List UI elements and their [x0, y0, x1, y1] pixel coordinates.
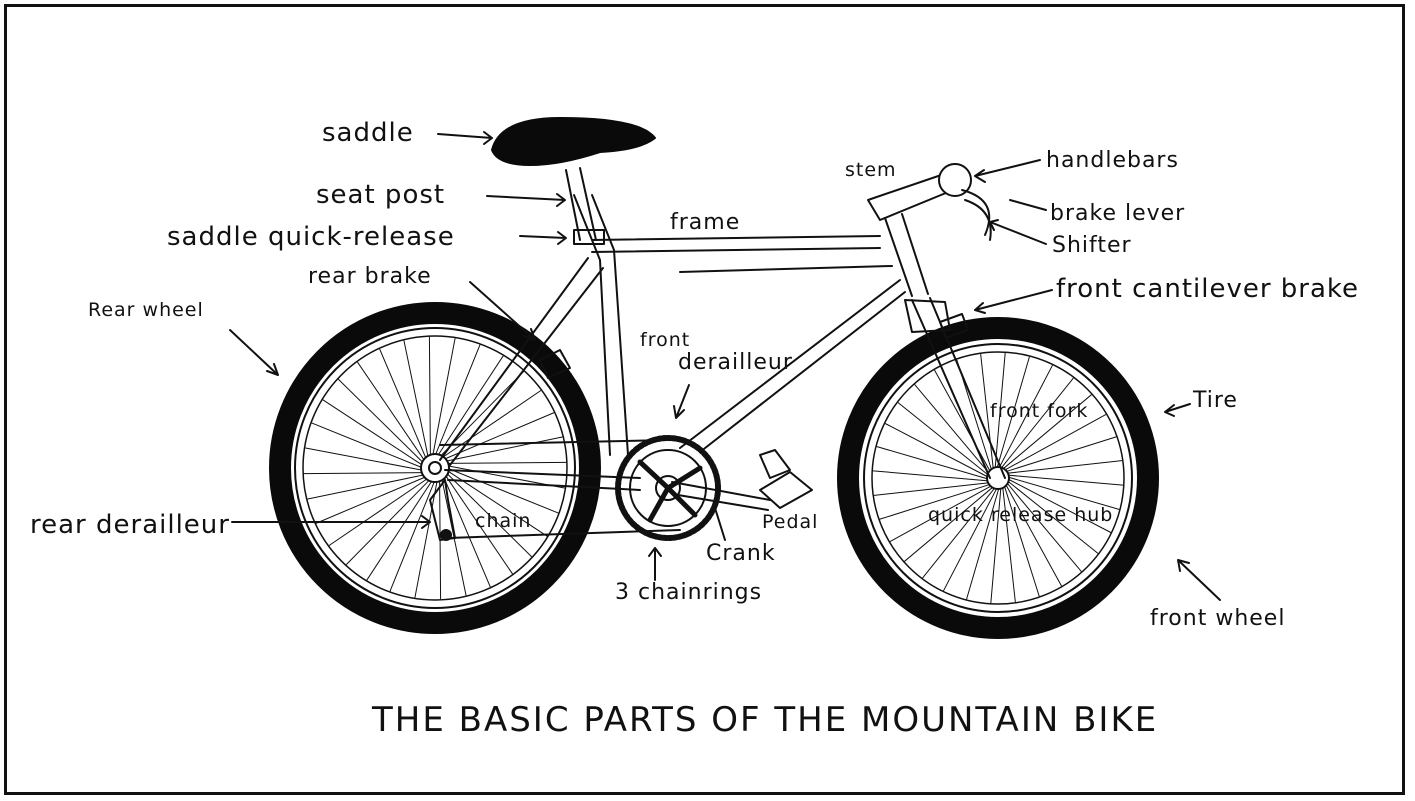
spoke — [898, 403, 988, 475]
spoke — [306, 448, 424, 470]
spoke — [304, 473, 424, 474]
label-front-wheel: front wheel — [1150, 608, 1285, 630]
label-chain: chain — [475, 512, 531, 531]
diagram-title: THE BASIC PARTS OF THE MOUNTAIN BIKE — [372, 700, 1158, 740]
label-shifter: Shifter — [1052, 235, 1132, 257]
spoke — [415, 480, 437, 598]
spoke — [429, 337, 430, 457]
spoke — [404, 341, 428, 458]
label-pedal: Pedal — [762, 513, 818, 532]
spoke — [1001, 378, 1073, 468]
label-handlebars: handlebars — [1046, 150, 1179, 172]
label-rear-wheel: Rear wheel — [88, 301, 204, 320]
spoke — [446, 462, 566, 463]
spoke — [874, 483, 989, 496]
label-front-derailleur-line2: derailleur — [678, 352, 793, 374]
label-chainrings: 3 chainrings — [615, 582, 762, 604]
seat-post — [566, 168, 604, 244]
rear-wheel — [280, 313, 590, 623]
spoke — [308, 475, 425, 499]
label-rear-brake: rear brake — [308, 266, 432, 288]
saddle-shape — [492, 118, 655, 165]
label-front-derailleur-line1: front — [640, 331, 690, 350]
label-front-fork: front fork — [990, 402, 1088, 421]
spoke — [1004, 415, 1105, 471]
spoke — [873, 471, 988, 481]
spoke — [433, 339, 455, 457]
spoke — [437, 356, 503, 456]
label-saddle: saddle — [322, 120, 414, 146]
label-tire: Tire — [1193, 390, 1238, 412]
label-seat-post: seat post — [316, 182, 445, 208]
label-rear-derailleur: rear derailleur — [30, 512, 230, 538]
spoke — [1007, 461, 1122, 474]
label-quick-release-hub: quick release hub — [928, 506, 1113, 525]
spoke — [923, 488, 995, 578]
spoke — [915, 385, 989, 474]
spoke — [323, 400, 423, 466]
spoke — [885, 424, 988, 477]
label-front-cantilever-brake: front cantilever brake — [1056, 276, 1359, 302]
spoke — [1007, 483, 1081, 572]
front-wheel — [848, 328, 1148, 628]
label-crank: Crank — [706, 543, 776, 565]
label-frame: frame — [670, 212, 740, 234]
label-saddle-quick-release: saddle quick-release — [167, 224, 455, 250]
rear-derailleur-shape — [430, 480, 455, 540]
label-brake-lever: brake lever — [1050, 203, 1185, 225]
spoke — [1008, 475, 1123, 485]
spoke — [1006, 484, 1062, 585]
label-stem: stem — [845, 161, 897, 180]
spoke — [367, 480, 433, 580]
